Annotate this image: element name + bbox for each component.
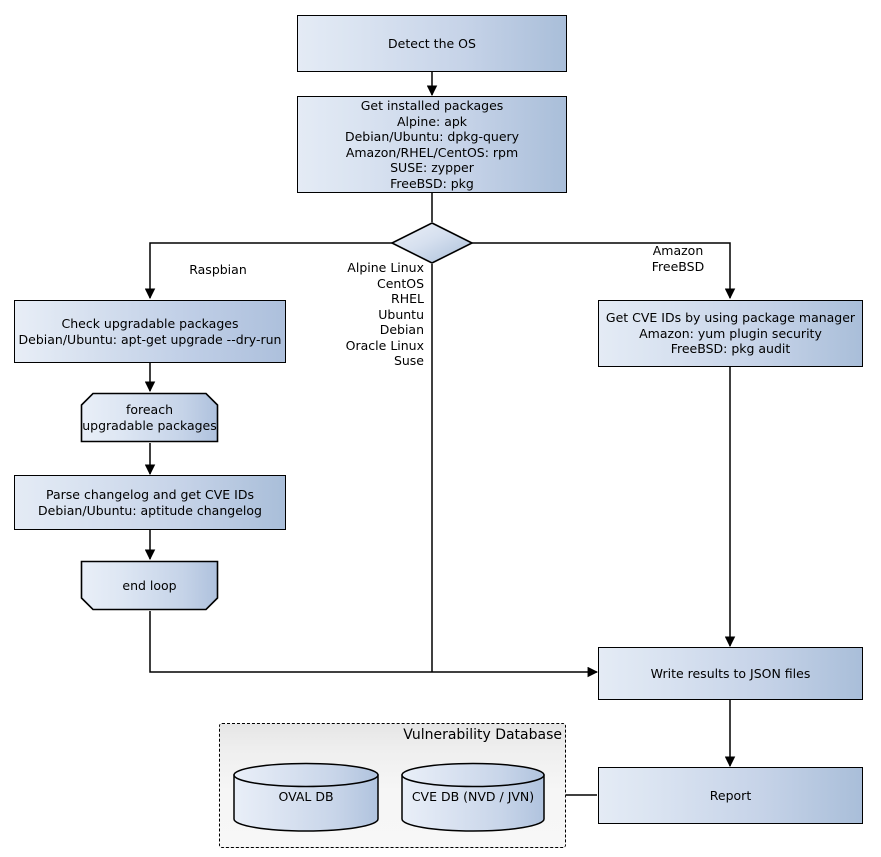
end-loop-label: end loop	[122, 577, 177, 593]
node-end-loop[interactable]: end loop	[80, 560, 219, 611]
node-parse-changelog[interactable]: Parse changelog and get CVE IDs Debian/U…	[14, 475, 286, 530]
node-report[interactable]: Report	[598, 767, 863, 824]
cve-db-node: CVE DB (NVD / JVN)	[400, 762, 546, 832]
node-get-cve-ids[interactable]: Get CVE IDs by using package manager Ama…	[598, 300, 863, 367]
cve-db-label: CVE DB (NVD / JVN)	[411, 789, 535, 805]
node-os-decision[interactable]	[390, 221, 474, 265]
foreach-label: foreach upgradable packages	[82, 402, 217, 433]
node-get-installed-packages[interactable]: Get installed packages Alpine: apk Debia…	[297, 96, 567, 193]
node-foreach-upgradable-packages[interactable]: foreach upgradable packages	[80, 392, 219, 443]
edge-label-raspbian: Raspbian	[189, 262, 247, 277]
vulnerability-database-title: Vulnerability Database	[403, 727, 562, 743]
node-detect-the-os[interactable]: Detect the OS	[297, 15, 567, 72]
node-write-results-json[interactable]: Write results to JSON files	[598, 647, 863, 700]
edge-label-middle-distros: Alpine Linux CentOS RHEL Ubuntu Debian O…	[345, 260, 424, 368]
edge-endloop-to-write	[149, 611, 599, 678]
oval-db-node: OVAL DB	[232, 762, 380, 832]
edge-label-amazon-freebsd: Amazon FreeBSD	[651, 243, 705, 274]
oval-db-label: OVAL DB	[278, 789, 334, 805]
node-check-upgradable-packages[interactable]: Check upgradable packages Debian/Ubuntu:…	[14, 300, 286, 363]
